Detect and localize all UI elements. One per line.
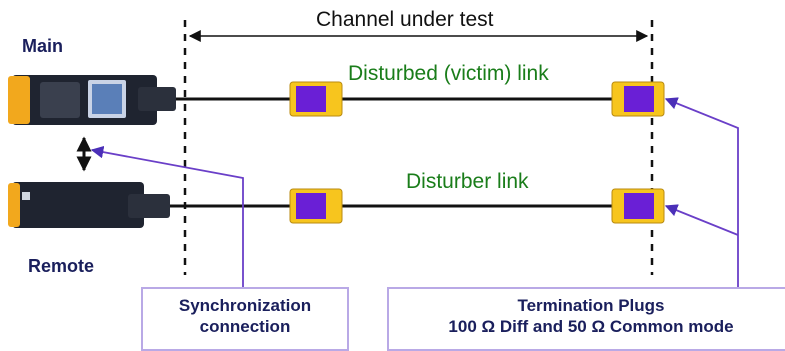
synchronization-callout: Synchronization connection (141, 287, 349, 351)
termination-pointer-line-bottom (664, 204, 739, 236)
channel-under-test-label: Channel under test (316, 8, 494, 31)
sync-callout-line1: Synchronization (178, 296, 312, 315)
disturbed-link-label: Disturbed (victim) link (348, 62, 549, 85)
termination-plugs-callout: Termination Plugs 100 Ω Diff and 50 Ω Co… (387, 287, 785, 351)
disturber-link-connector (289, 188, 343, 224)
termination-pointer-line-top (664, 97, 739, 290)
diagram-canvas (8, 20, 739, 290)
termination-plug-top (611, 81, 665, 117)
sync-callout-line2: connection (199, 317, 291, 336)
sync-pointer-line (90, 145, 244, 290)
disturbed-link-connector (289, 81, 343, 117)
remote-tester-device (8, 182, 170, 228)
remote-label: Remote (28, 256, 95, 276)
main-tester-device (8, 75, 176, 125)
disturber-link-label: Disturber link (406, 170, 529, 193)
termination-callout-line2: 100 Ω Diff and 50 Ω Common mode (448, 317, 734, 336)
termination-plug-bottom (611, 188, 665, 224)
termination-callout-line1: Termination Plugs (517, 296, 665, 315)
main-label: Main (22, 36, 64, 56)
